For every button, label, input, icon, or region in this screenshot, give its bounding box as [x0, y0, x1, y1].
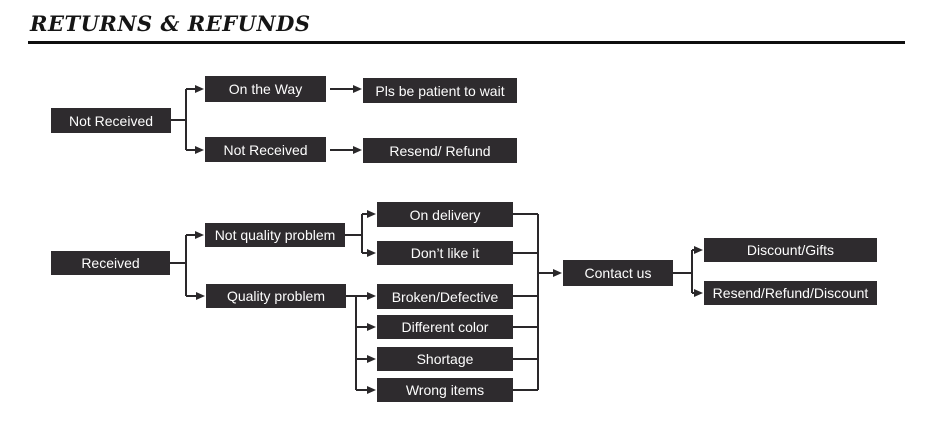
node-not-received-2: Not Received	[205, 137, 326, 162]
node-shortage: Shortage	[377, 347, 513, 371]
node-dont-like-it: Don’t like it	[377, 241, 513, 265]
title-underline	[28, 41, 905, 44]
node-not-quality-problem: Not quality problem	[205, 223, 345, 247]
node-on-the-way: On the Way	[205, 76, 326, 102]
node-quality-problem: Quality problem	[206, 284, 346, 308]
node-contact-us: Contact us	[563, 260, 673, 286]
node-different-color: Different color	[377, 315, 513, 339]
node-wrong-items: Wrong items	[377, 378, 513, 402]
node-not-received: Not Received	[51, 108, 171, 133]
node-resend-refund-discount: Resend/Refund/Discount	[704, 281, 877, 305]
node-resend-refund: Resend/ Refund	[363, 138, 517, 163]
node-received: Received	[51, 251, 170, 275]
node-pls-be-patient: Pls be patient to wait	[363, 78, 517, 103]
node-discount-gifts: Discount/Gifts	[704, 238, 877, 262]
node-on-delivery: On delivery	[377, 202, 513, 227]
node-broken-defective: Broken/Defective	[377, 284, 513, 309]
page-title: RETURNS & REFUNDS	[30, 11, 311, 36]
